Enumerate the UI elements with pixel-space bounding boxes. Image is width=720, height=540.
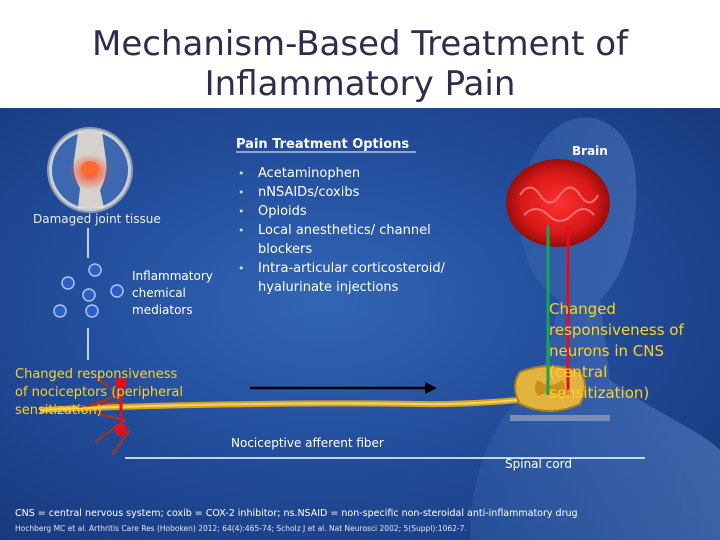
title-band — [0, 0, 720, 108]
damaged-joint-label: Damaged joint tissue — [33, 212, 161, 226]
afferent-arrow — [250, 382, 437, 394]
nociceptive-fiber — [39, 376, 561, 456]
footnote: CNS = central nervous system; coxib = CO… — [15, 508, 578, 519]
treatment-list: •Acetaminophen •nNSAIDs/coxibs •Opioids … — [238, 164, 478, 297]
afferent-fiber-label: Nociceptive afferent fiber — [231, 436, 384, 450]
brain-icon — [506, 159, 610, 247]
treatment-item: •nNSAIDs/coxibs — [238, 185, 360, 200]
brain-label: Brain — [572, 144, 608, 158]
citation: Hochberg MC et al. Arthritis Care Res (H… — [15, 524, 467, 533]
title-line-2: Inflammatory Pain — [204, 64, 516, 104]
damaged-joint-icon — [47, 127, 133, 213]
slide-title: Mechanism-Based Treatment of Inflammator… — [0, 24, 720, 104]
peripheral-sensitization-label: Changed responsiveness of nociceptors (p… — [15, 367, 184, 418]
title-line-1: Mechanism-Based Treatment of — [92, 24, 628, 64]
treatment-item: •Acetaminophen — [238, 166, 361, 181]
treatment-item: •Intra-articular corticosteroid/ hyaluri… — [238, 261, 446, 295]
central-sensitization-label: Changed responsiveness of neurons in CNS… — [549, 300, 684, 402]
inflammatory-mediators-label: Inflammatory chemical mediators — [132, 269, 213, 317]
mediator-dots — [53, 263, 124, 318]
spinal-cord-label: Spinal cord — [505, 457, 572, 471]
treatment-item: •Local anesthetics/ channel blockers — [238, 223, 431, 257]
treatment-item: •Opioids — [238, 204, 307, 219]
options-heading: Pain Treatment Options — [236, 137, 410, 152]
